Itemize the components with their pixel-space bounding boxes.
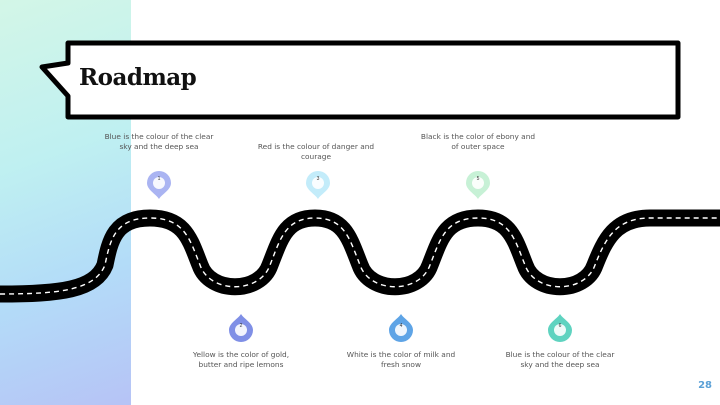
milestone-3-caption: Red is the colour of danger and courage (257, 142, 375, 161)
milestone-1-caption: Blue is the colour of the clear sky and … (104, 132, 214, 151)
milestone-2-number: 2 (239, 323, 243, 329)
milestone-5-caption: Black is the color of ebony and of outer… (420, 132, 536, 151)
milestone-3-pin: 3 (305, 170, 331, 200)
milestone-1-number: 1 (157, 176, 161, 182)
milestone-5-pin: 5 (465, 170, 491, 200)
milestone-2-pin: 2 (228, 313, 254, 343)
milestone-2-caption: Yellow is the color of gold, butter and … (192, 350, 290, 369)
milestone-5-number: 5 (476, 176, 480, 182)
milestone-3-number: 3 (316, 176, 320, 182)
milestone-4-caption: White is the color of milk and fresh sno… (346, 350, 456, 369)
page-number: 28 (698, 380, 712, 391)
milestone-4-number: 4 (399, 323, 403, 329)
milestone-1-pin: 1 (146, 170, 172, 200)
milestone-4-pin: 4 (388, 313, 414, 343)
slide-title: Roadmap (79, 64, 197, 91)
milestone-6-number: 6 (558, 323, 562, 329)
milestone-6-pin: 6 (547, 313, 573, 343)
title-speech-frame (39, 40, 681, 120)
milestone-6-caption: Blue is the colour of the clear sky and … (505, 350, 615, 369)
